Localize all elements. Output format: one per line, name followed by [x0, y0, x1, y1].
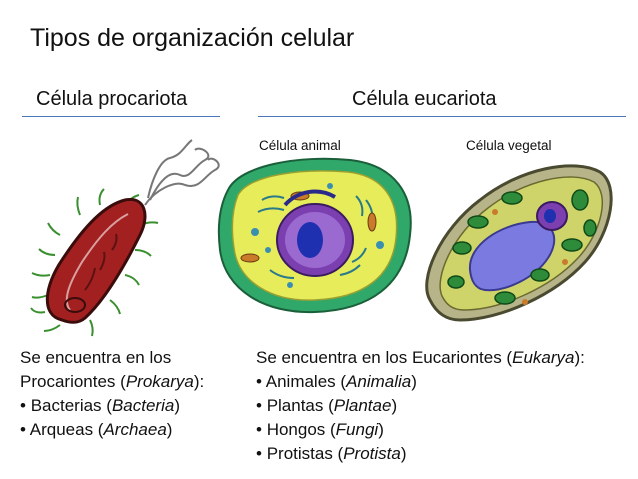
prokaryote-line-2-italic: Prokarya: [125, 372, 194, 391]
plant-cell-illustration: [425, 164, 613, 322]
prokaryote-heading: Célula procariota: [36, 88, 188, 110]
item-close: ): [378, 420, 384, 439]
list-item: • Protistas (Protista): [256, 442, 585, 466]
list-item: • Hongos (Fungi): [256, 418, 585, 442]
bullet: •: [256, 444, 267, 463]
page-title: Tipos de organización celular: [30, 24, 355, 52]
prokaryote-line-2-pre: Procariontes (: [20, 372, 126, 391]
prokaryote-line-2: Procariontes (Prokarya):: [20, 370, 204, 394]
item-close: ): [174, 396, 180, 415]
prokaryote-underline: [22, 116, 220, 117]
item-text: Bacterias (: [30, 396, 112, 415]
animal-cell-label: Célula animal: [259, 138, 341, 153]
eukaryote-line-1-pre: Se encuentra en los Eucariontes (: [256, 348, 513, 367]
item-italic: Fungi: [335, 420, 379, 439]
list-item: • Animales (Animalia): [256, 370, 585, 394]
item-italic: Animalia: [346, 372, 412, 391]
bullet: •: [20, 420, 30, 439]
plant-cell-label: Célula vegetal: [466, 138, 552, 153]
item-close: ): [166, 420, 173, 439]
bullet: •: [256, 420, 267, 439]
list-item: • Arqueas (Archaea): [20, 418, 204, 442]
item-text: Protistas (: [266, 444, 344, 463]
eukaryote-heading: Célula eucariota: [352, 88, 497, 110]
eukaryote-underline: [258, 116, 626, 117]
list-item: • Bacterias (Bacteria): [20, 394, 204, 418]
prokaryote-description: Se encuentra en los Procariontes (Prokar…: [20, 346, 204, 442]
bullet: •: [256, 372, 266, 391]
item-close: ): [400, 444, 407, 463]
item-italic: Bacteria: [111, 396, 175, 415]
item-text: Hongos (: [266, 420, 336, 439]
animal-cell-illustration: [217, 157, 412, 314]
item-text: Animales (: [265, 372, 347, 391]
list-item: • Plantas (Plantae): [256, 394, 585, 418]
eukaryote-description: Se encuentra en los Eucariontes (Eukarya…: [256, 346, 585, 466]
bullet: •: [256, 396, 267, 415]
prokaryote-line-1: Se encuentra en los: [20, 348, 172, 367]
item-close: ): [391, 396, 398, 415]
bullet: •: [20, 396, 31, 415]
prokaryote-line-2-post: ):: [193, 372, 205, 391]
eukaryote-line-1: Se encuentra en los Eucariontes (Eukarya…: [256, 346, 585, 370]
eukaryote-line-1-post: ):: [574, 348, 585, 367]
eukaryote-line-1-italic: Eukarya: [512, 348, 575, 367]
item-text: Plantas (: [266, 396, 334, 415]
item-close: ): [411, 372, 417, 391]
item-text: Arqueas (: [29, 420, 104, 439]
item-italic: Plantae: [333, 396, 392, 415]
item-italic: Protista: [343, 444, 401, 463]
item-italic: Archaea: [103, 420, 167, 439]
bacterium-illustration: [30, 139, 220, 337]
